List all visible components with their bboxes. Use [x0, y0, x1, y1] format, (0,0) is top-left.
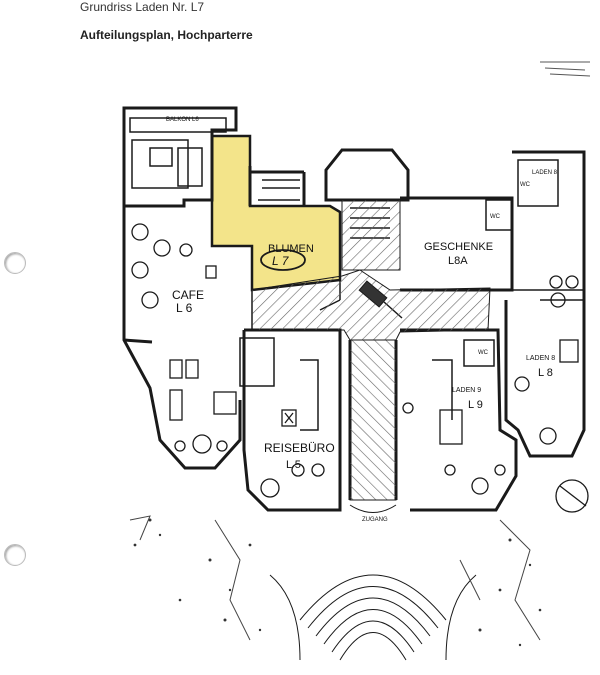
landscaping-lines	[129, 515, 541, 641]
hatched-corridors	[251, 199, 491, 501]
label-balcony: BALKON L6	[166, 117, 199, 123]
label-l8a: L8A	[448, 255, 468, 267]
binder-hole-top	[4, 252, 26, 274]
label-l5: L 5	[286, 459, 301, 471]
label-laden9: LADEN 9	[452, 387, 481, 394]
label-l8: L 8	[538, 367, 553, 379]
plan-subtitle: Aufteilungsplan, Hochparterre	[80, 28, 253, 42]
label-blumen: BLUMEN	[268, 243, 314, 255]
label-wc-laden8: WC	[520, 182, 531, 188]
landscaping-dots	[133, 518, 542, 647]
label-wc-geschenke: WC	[490, 214, 501, 220]
label-laden8: LADEN 8	[526, 355, 555, 362]
label-wc-laden9: WC	[478, 350, 489, 356]
binder-hole-bottom	[4, 544, 26, 566]
label-cafe-unit: L 6	[176, 301, 193, 315]
entrance-stairs	[269, 504, 477, 661]
l7-ellipse	[260, 249, 306, 271]
label-cafe: CAFE	[172, 288, 204, 302]
label-laden8-small: LADEN 8	[532, 170, 558, 176]
label-reisebuero: REISEBÜRO	[264, 441, 335, 455]
plan-title: Grundriss Laden Nr. L7	[80, 0, 205, 14]
label-l7: L 7	[272, 254, 290, 268]
furniture	[131, 223, 589, 513]
label-l9: L 9	[468, 399, 483, 411]
label-zugang: ZUGANG	[362, 517, 388, 523]
corner-scribble	[540, 61, 591, 77]
label-geschenke: GESCHENKE	[424, 241, 493, 253]
room-labels: BALKON L6 CAFE L 6 BLUMEN L 7 GESCHENKE …	[166, 117, 558, 523]
